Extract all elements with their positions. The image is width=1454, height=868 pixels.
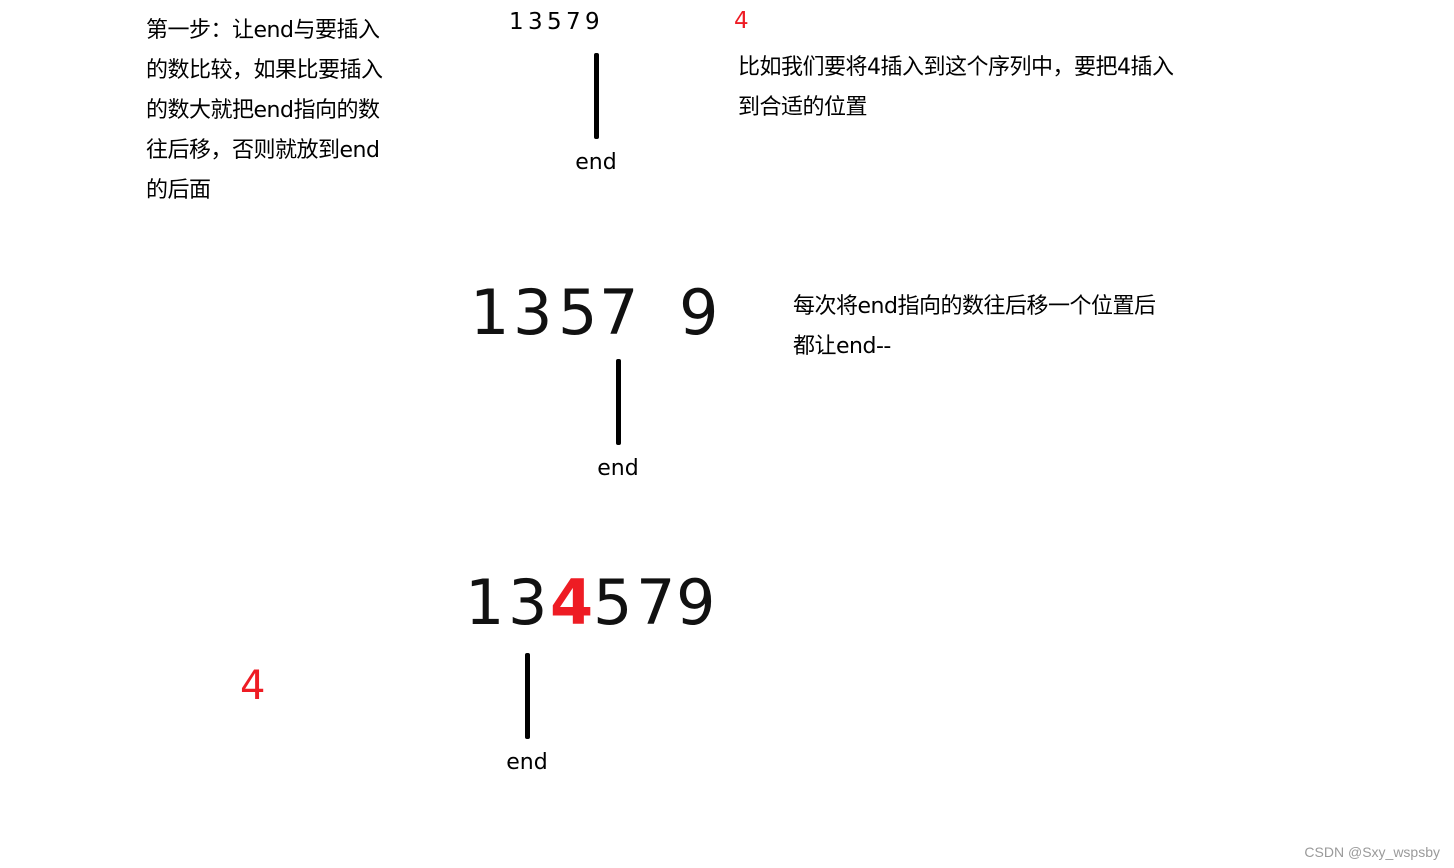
- sequence-digit: 7: [599, 276, 639, 349]
- end-pointer-label: end: [506, 750, 548, 775]
- sequence-digit: 3: [528, 9, 543, 35]
- sequence-digit: 5: [593, 566, 633, 639]
- sequence-digit: 5: [547, 9, 562, 35]
- sequence-digit: 3: [508, 566, 548, 639]
- sequence-digit: 9: [679, 276, 719, 349]
- note-line: 比如我们要将4插入到这个序列中，要把4插入: [738, 55, 1174, 80]
- step-line: 的数比较，如果比要插入: [146, 58, 383, 83]
- step-line: 往后移，否则就放到end: [146, 138, 380, 163]
- note-line: 都让end--: [793, 334, 891, 359]
- insert-value: 4: [734, 8, 749, 34]
- sequence-digit: 9: [676, 566, 716, 639]
- step-line: 的数大就把end指向的数: [146, 98, 380, 123]
- end-pointer-line: [616, 359, 621, 445]
- sequence-digit: 3: [513, 276, 553, 349]
- stage2-note: 每次将end指向的数往后移一个位置后 都让end--: [793, 287, 1156, 367]
- end-pointer-line: [525, 653, 530, 739]
- end-pointer-label: end: [575, 150, 617, 175]
- end-pointer-line: [594, 53, 599, 139]
- note-line: 每次将end指向的数往后移一个位置后: [793, 294, 1156, 319]
- note-line: 到合适的位置: [738, 95, 868, 120]
- step-explanation: 第一步：让end与要插入 的数比较，如果比要插入 的数大就把end指向的数 往后…: [146, 11, 383, 211]
- step-line: 的后面: [146, 178, 211, 203]
- side-value: 4: [240, 663, 266, 709]
- sequence-digit: 5: [558, 276, 598, 349]
- step-line: 第一步：让end与要插入: [146, 18, 380, 43]
- sequence-digit: 7: [566, 9, 581, 35]
- end-pointer-label: end: [597, 456, 639, 481]
- sequence-digit: 7: [636, 566, 676, 639]
- sequence-digit: 1: [465, 566, 505, 639]
- inserted-digit: 4: [550, 566, 594, 639]
- sequence-digit: 1: [470, 276, 510, 349]
- sequence-digit: 1: [509, 9, 524, 35]
- stage1-note: 比如我们要将4插入到这个序列中，要把4插入 到合适的位置: [738, 48, 1174, 128]
- watermark: CSDN @Sxy_wspsby: [1304, 844, 1440, 860]
- sequence-digit: 9: [585, 9, 600, 35]
